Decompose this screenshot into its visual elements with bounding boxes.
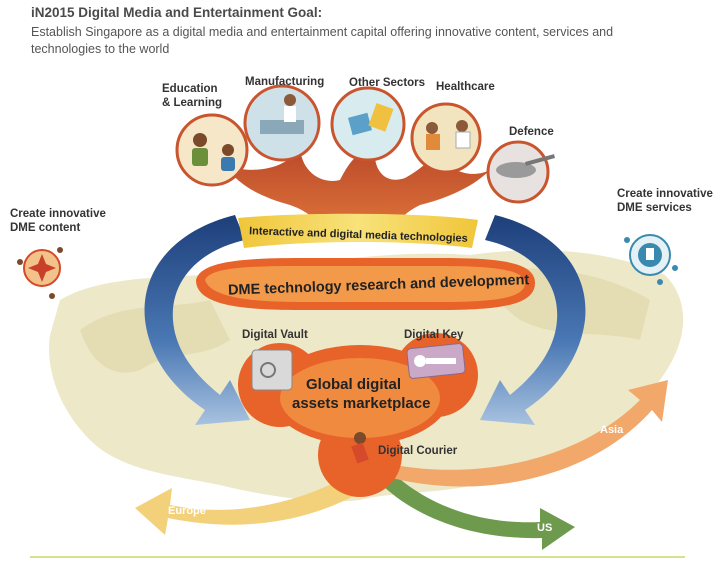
content-label-1: Create innovative [10,208,106,220]
technology-tree [225,145,490,235]
sector-education-label-2: & Learning [162,97,222,109]
europe-arrow: Europe [135,455,395,535]
right-blue-arrow [480,215,586,425]
europe-label: Europe [168,505,206,517]
services-label-1: Create innovative [617,188,713,200]
hub-center-label-1: Global digital [306,376,401,393]
sector-manufacturing: Manufacturing [243,76,324,162]
sector-healthcare-label: Healthcare [436,81,495,93]
sector-other-label: Other Sectors [349,77,425,89]
page-subtitle: Establish Singapore as a digital media a… [31,25,614,56]
sector-education: Education & Learning [162,83,249,187]
star-icon [28,254,56,282]
us-arrow: US [370,460,575,550]
sector-other: Other Sectors [330,77,425,162]
hub-center-label-2: assets marketplace [292,395,430,412]
sector-healthcare: Healthcare [410,81,495,174]
asia-label: Asia [600,424,624,436]
digital-key: Digital Key [404,329,466,379]
asia-arrow: Asia [392,380,668,487]
sector-education-label-1: Education [162,83,218,95]
vault-label: Digital Vault [242,329,308,341]
sector-defence: Defence [486,126,556,204]
services-label-2: DME services [617,202,692,214]
research-band: DME technology research and development [196,258,535,310]
sector-manufacturing-label: Manufacturing [245,76,324,88]
digital-vault: Digital Vault [242,329,308,391]
us-label: US [537,522,552,534]
content-label-2: DME content [10,222,80,234]
digital-courier: Digital Courier [351,432,458,464]
sector-defence-label: Defence [509,126,554,138]
left-blue-arrow [144,215,250,425]
courier-label: Digital Courier [378,445,458,457]
interactive-band: Interactive and digital media technologi… [238,213,478,248]
services-creation: Create innovative DME services [617,188,713,285]
key-label: Digital Key [404,329,464,341]
content-creation: Create innovative DME content [10,208,106,299]
page-title: iN2015 Digital Media and Entertainment G… [31,5,323,20]
